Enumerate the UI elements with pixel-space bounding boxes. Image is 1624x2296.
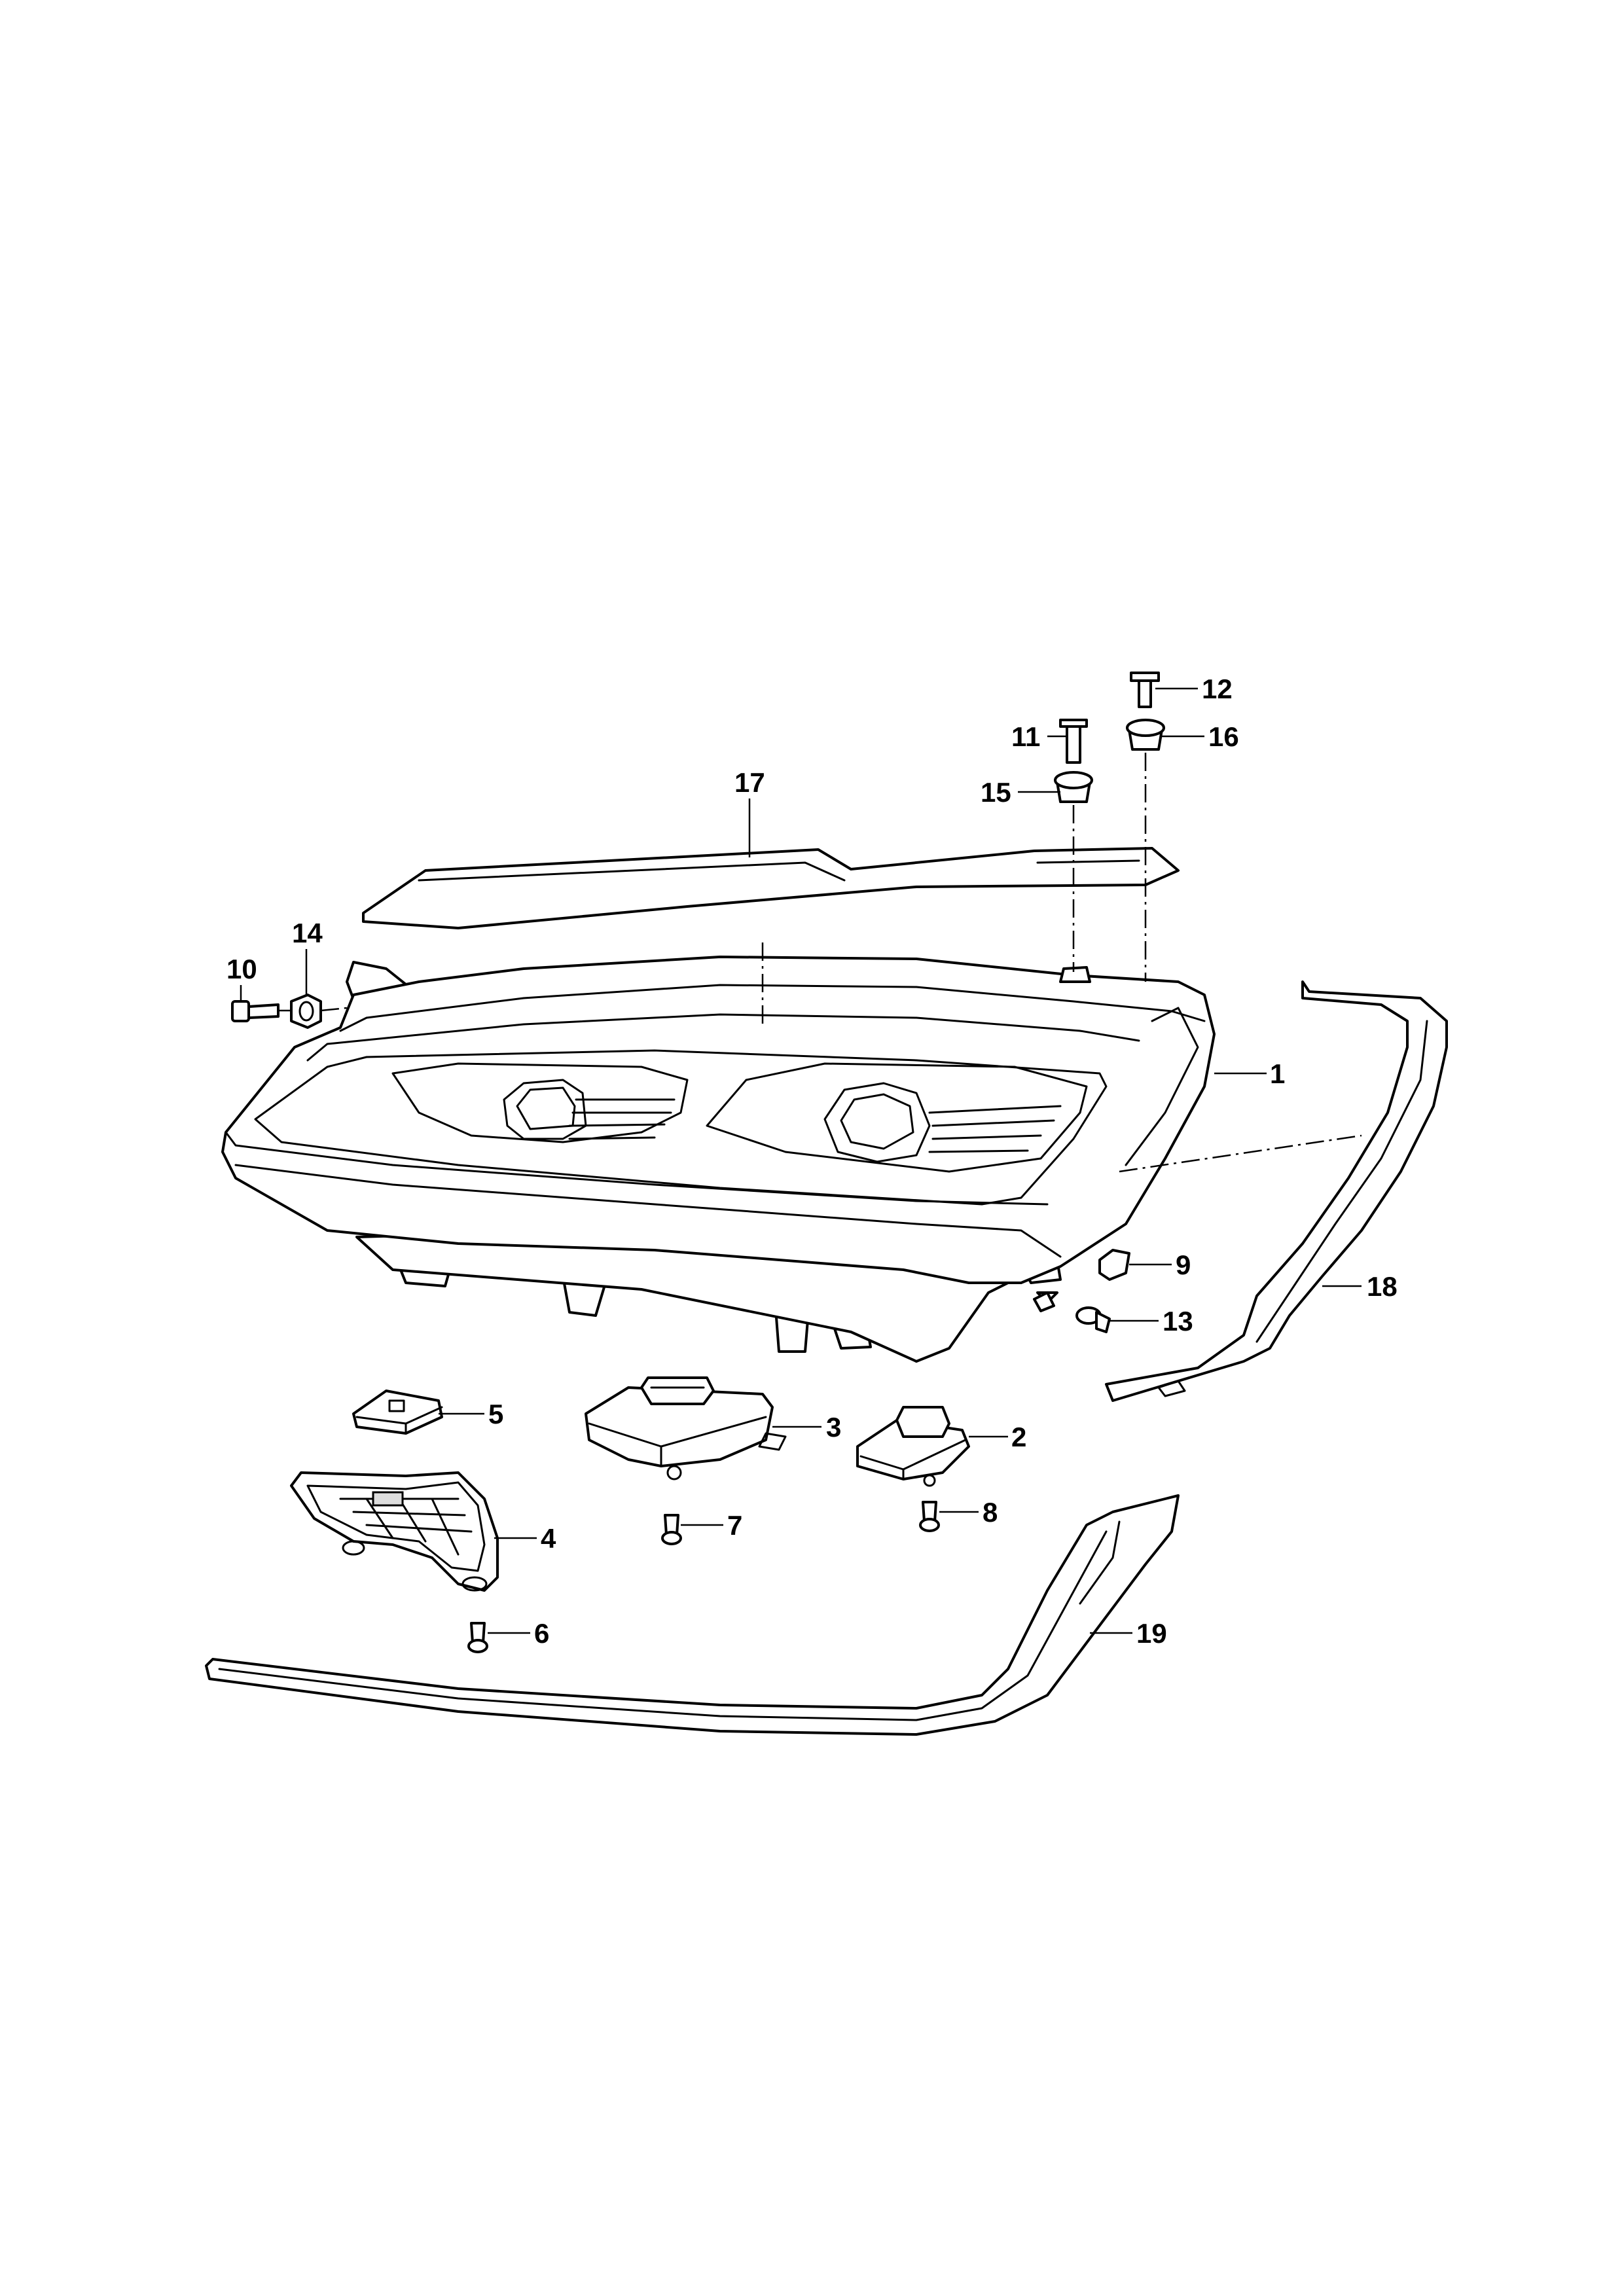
callout-3: 3 xyxy=(826,1412,841,1443)
callout-13: 13 xyxy=(1163,1306,1193,1336)
callout-7: 7 xyxy=(727,1510,742,1541)
part-8-screw xyxy=(919,1501,940,1532)
callout-6: 6 xyxy=(534,1618,549,1649)
callout-9: 9 xyxy=(1176,1249,1191,1280)
callout-1: 1 xyxy=(1270,1058,1285,1089)
part-18-side-trim xyxy=(1105,980,1448,1402)
callout-17: 17 xyxy=(734,767,765,798)
part-3-ballast xyxy=(585,1376,787,1480)
part-13-bolt xyxy=(1075,1306,1111,1333)
part-12-bolt xyxy=(1130,672,1160,708)
callout-14: 14 xyxy=(292,918,323,948)
part-2-igniter xyxy=(856,1406,970,1487)
part-6-screw xyxy=(467,1622,488,1653)
callout-11: 11 xyxy=(1011,721,1040,752)
callout-15: 15 xyxy=(981,777,1011,808)
part-1-headlight-housing xyxy=(221,956,1216,1363)
part-14-nut xyxy=(290,994,322,1029)
callout-18: 18 xyxy=(1367,1271,1398,1302)
part-16-grommet xyxy=(1126,719,1165,751)
callout-12: 12 xyxy=(1202,673,1233,704)
part-19-bottom-trim xyxy=(205,1494,1180,1736)
part-9-clip-nut xyxy=(1098,1249,1130,1281)
callout-2: 2 xyxy=(1011,1422,1026,1452)
assembly-lines xyxy=(278,753,1362,1173)
part-5-control-module xyxy=(352,1390,443,1435)
leader-lines xyxy=(240,687,1362,1634)
part-15-grommet xyxy=(1054,771,1093,803)
part-4-mounting-bracket xyxy=(290,1471,499,1592)
part-7-screw xyxy=(661,1514,682,1545)
callout-16: 16 xyxy=(1208,721,1239,752)
callout-10: 10 xyxy=(226,954,257,984)
callout-4: 4 xyxy=(541,1523,556,1554)
callout-labels: 1 2 3 4 5 6 7 8 9 10 11 12 13 14 15 16 1… xyxy=(226,673,1398,1649)
part-17-top-trim xyxy=(362,847,1180,929)
callout-8: 8 xyxy=(983,1497,998,1528)
part-11-bolt xyxy=(1059,719,1088,764)
part-10-bolt xyxy=(231,1000,280,1022)
callout-19: 19 xyxy=(1136,1618,1167,1649)
callout-5: 5 xyxy=(488,1399,503,1429)
